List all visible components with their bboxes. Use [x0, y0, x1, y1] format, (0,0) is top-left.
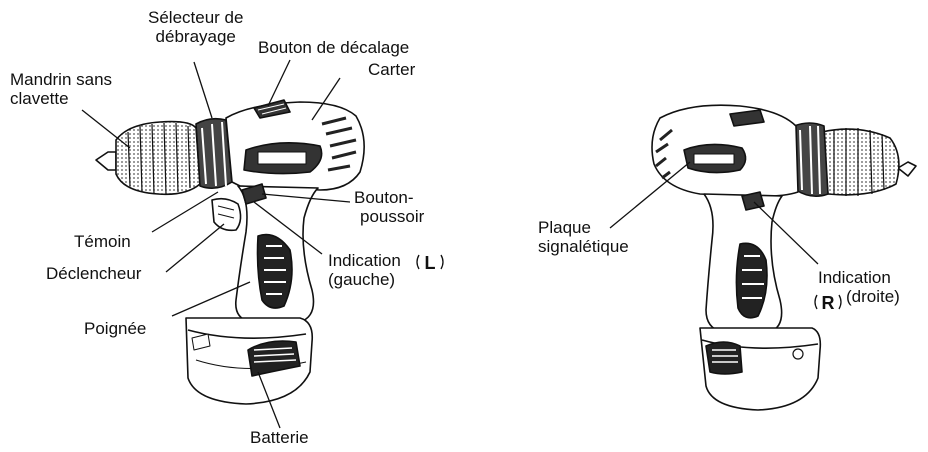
label-bouton-poussoir: Bouton- poussoir [354, 188, 424, 226]
right-push-button [742, 192, 764, 210]
label-indication-gauche-line1: Indication [328, 251, 401, 270]
label-plaque-line1: Plaque [538, 218, 629, 237]
label-indication-gauche: Indication (gauche) [328, 251, 401, 289]
label-indication-droite-line1: Indication [818, 268, 900, 287]
label-plaque-signaletique: Plaque signalétique [538, 218, 629, 256]
label-batterie: Batterie [250, 428, 309, 447]
label-declencheur: Déclencheur [46, 264, 141, 283]
label-mandrin-line2: clavette [10, 89, 112, 108]
right-drill [652, 105, 916, 410]
left-drill [96, 100, 364, 404]
left-trigger [212, 199, 241, 231]
label-bouton-poussoir-line2: poussoir [354, 207, 424, 226]
right-chuck-tip [898, 162, 916, 176]
label-mandrin-sans-clavette: Mandrin sans clavette [10, 70, 112, 108]
leader-selecteur [194, 62, 212, 118]
label-plaque-line2: signalétique [538, 237, 629, 256]
leader-bouton-decalage [268, 60, 290, 106]
indication-gauche-symbol: L [425, 253, 436, 273]
label-indication-droite: Indication (droite) [818, 268, 900, 306]
label-indication-droite-line2: (droite) [818, 287, 900, 306]
label-bouton-decalage: Bouton de décalage [258, 38, 409, 57]
leader-mandrin [82, 110, 130, 148]
label-indication-gauche-line2: (gauche) [328, 270, 401, 289]
label-temoin: Témoin [74, 232, 131, 251]
leader-declencheur [166, 224, 224, 272]
label-selecteur-line2: débrayage [148, 27, 243, 46]
label-carter: Carter [368, 60, 415, 79]
label-selecteur-debrayage: Sélecteur de débrayage [148, 8, 243, 46]
leader-temoin [152, 192, 218, 232]
label-selecteur-line1: Sélecteur de [148, 8, 243, 27]
label-mandrin-line1: Mandrin sans [10, 70, 112, 89]
label-bouton-poussoir-line1: Bouton- [354, 188, 424, 207]
label-poignee: Poignée [84, 319, 146, 338]
left-chuck-tip [96, 152, 116, 170]
